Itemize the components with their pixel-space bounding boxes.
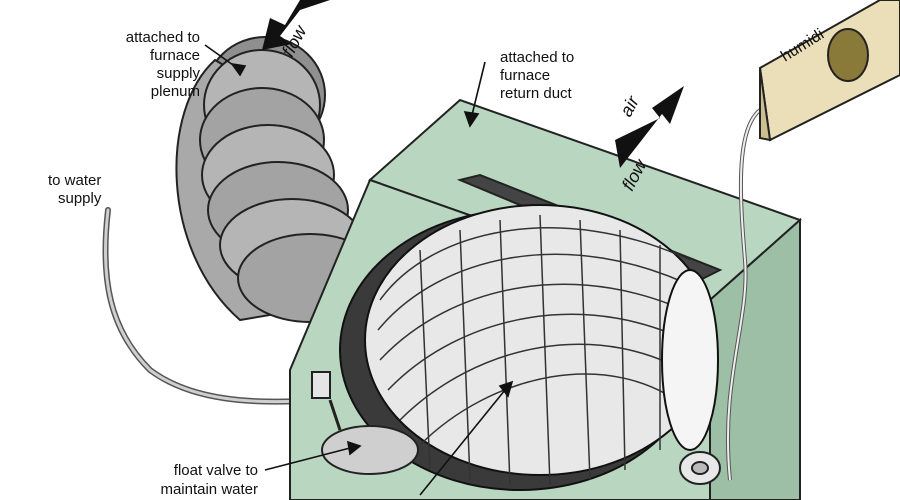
water-label: to water supply: [48, 172, 102, 207]
supply-label: attached to furnace supply plenum: [126, 29, 201, 100]
float-label: float valve to maintain water: [160, 462, 258, 498]
flexible-supply-duct: [175, 36, 383, 323]
water-label-line2: supply: [58, 190, 102, 207]
return-label-line3: return duct: [500, 85, 573, 102]
float-label-line2: maintain water: [160, 481, 258, 498]
humidistat: [758, 0, 900, 142]
supply-label-line3: supply: [157, 65, 201, 82]
supply-label-line4: plenum: [151, 83, 200, 100]
right-air-label: air: [616, 92, 644, 120]
axle-fitting: [679, 451, 721, 485]
return-label-line1: attached to: [500, 49, 574, 66]
return-label: attached to furnace return duct: [500, 49, 574, 102]
supply-label-line1: attached to: [126, 29, 200, 46]
top-flow-arrow: [262, 0, 330, 50]
float-label-line1: float valve to: [174, 462, 258, 479]
supply-label-line2: furnace: [150, 47, 200, 64]
return-leader: [471, 61, 486, 116]
float-leader: [264, 447, 351, 471]
float-valve: [311, 371, 419, 475]
right-flow-arrow: [615, 86, 684, 168]
water-label-line1: to water: [48, 172, 101, 189]
return-label-line2: furnace: [500, 67, 550, 84]
evaporator-drum: [339, 204, 719, 491]
humidistat-dial: [827, 28, 869, 82]
drum-leader: [419, 389, 506, 496]
